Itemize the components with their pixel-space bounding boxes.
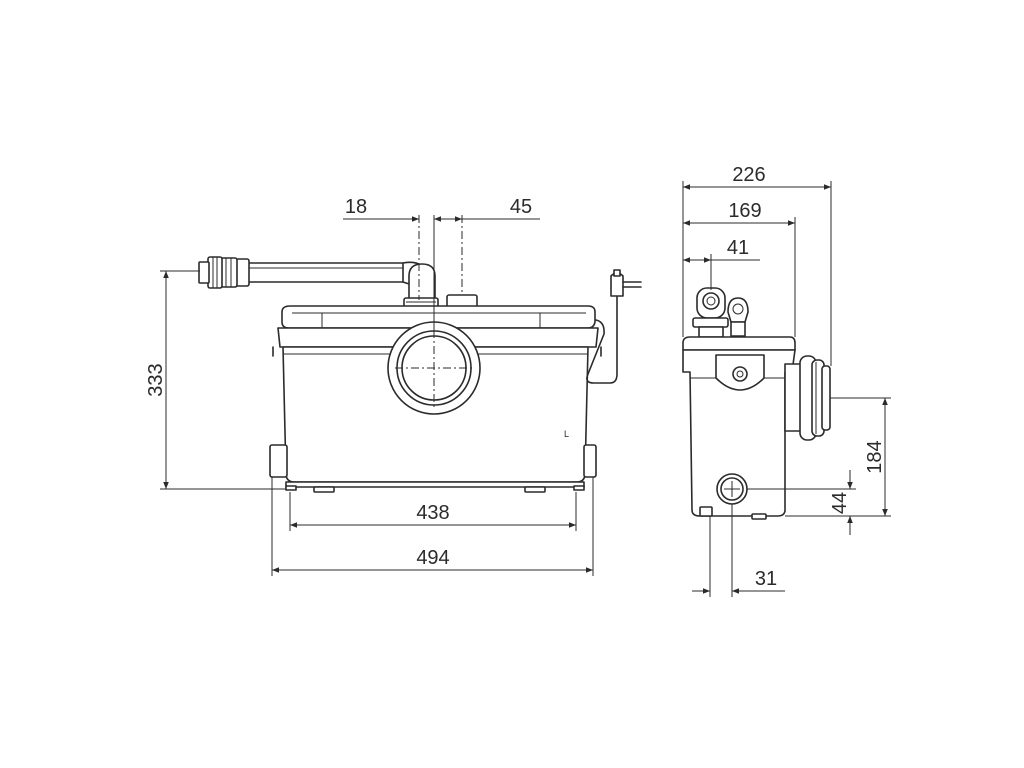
inlet-ring xyxy=(387,215,481,415)
side-view: 226 169 41 184 44 31 xyxy=(682,164,891,597)
dim-overall-width: 494 xyxy=(416,547,449,569)
vent-fitting xyxy=(727,297,749,337)
dim-bottom-inlet-height: 44 xyxy=(829,492,851,514)
dim-overall-depth: 226 xyxy=(732,164,765,186)
bottom-inlet xyxy=(716,473,748,505)
dim-vent-offset: 45 xyxy=(510,196,532,218)
outlet-fitting xyxy=(692,287,729,338)
side-marking: L xyxy=(564,429,569,439)
lid xyxy=(277,305,599,348)
dim-inlet-height: 184 xyxy=(864,440,886,473)
inlet-elbow xyxy=(402,261,439,309)
dim-height: 333 xyxy=(145,363,167,396)
rear-inlet-flange xyxy=(784,355,831,441)
dim-inlet-offset: 18 xyxy=(345,196,367,218)
front-view: L 18 45 xyxy=(145,196,642,576)
dim-bottom-inlet-offset: 31 xyxy=(755,568,777,590)
discharge-pipe xyxy=(198,256,405,289)
side-body xyxy=(682,349,796,520)
power-cord xyxy=(586,269,642,384)
dim-outlet-offset: 41 xyxy=(727,237,749,259)
dim-body-depth: 169 xyxy=(728,200,761,222)
dim-feet-span: 438 xyxy=(416,502,449,524)
side-lid xyxy=(682,336,796,351)
